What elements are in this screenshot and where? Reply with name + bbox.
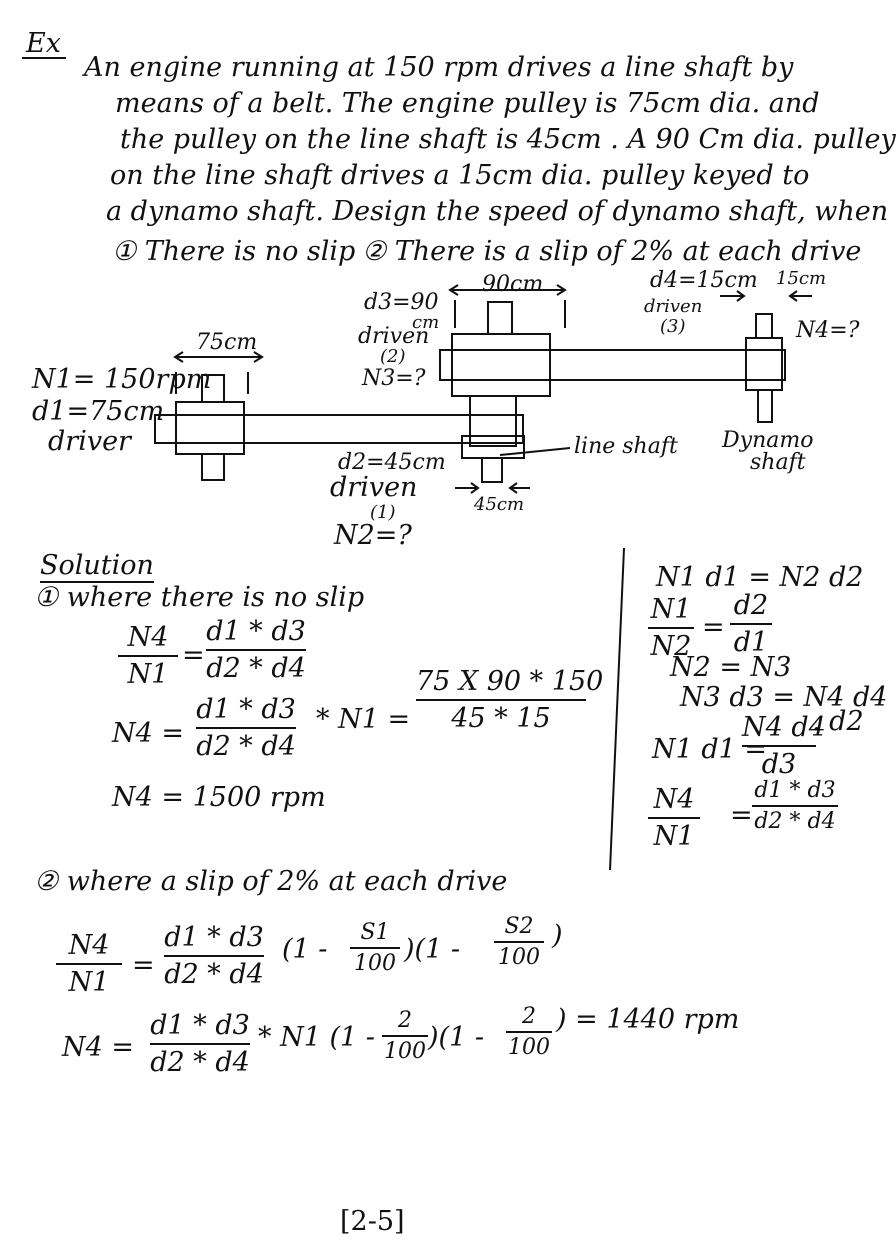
line-shaft-block xyxy=(469,395,517,447)
d3-index: (2) xyxy=(380,346,406,367)
d3-role: driven xyxy=(358,324,430,349)
width-90-label: 90cm xyxy=(482,272,544,297)
eq3-close: ) xyxy=(552,920,563,951)
d4-hub-top xyxy=(755,313,773,339)
d2-role: driven xyxy=(330,472,418,503)
d2-hub-bottom xyxy=(481,457,503,483)
problem-line: the pulley on the line shaft is 45cm . A… xyxy=(120,124,896,155)
dynamo-label: Dynamo xyxy=(722,428,814,453)
result-case-1: N4 = 1500 rpm xyxy=(112,782,326,813)
case-1-heading: ① where there is no slip xyxy=(34,582,365,613)
problem-line: means of a belt. The engine pulley is 75… xyxy=(115,88,820,119)
pulley-d3 xyxy=(451,333,551,397)
side-l2: N2 = N3 xyxy=(670,652,792,683)
engine-pulley xyxy=(175,401,245,455)
driver-label: driver xyxy=(48,426,131,457)
width-75-label: 75cm xyxy=(196,330,258,355)
eq4-lhs: N4 = xyxy=(62,1032,135,1063)
side-l4-lhs: N1 d1 = xyxy=(652,734,768,765)
side-l4-tail: . d2 xyxy=(812,706,864,737)
eq2-mult: * N1 = xyxy=(316,704,411,735)
d1-label: d1=75cm xyxy=(32,396,165,427)
d4-role: driven xyxy=(644,296,703,317)
case-2-heading: ② where a slip of 2% at each drive xyxy=(34,866,508,897)
d4-label: d4=15cm xyxy=(650,268,758,293)
ex-label: Ex xyxy=(26,28,61,59)
d4-width: 15cm xyxy=(776,268,827,289)
eq4-mid: )(1 - xyxy=(428,1022,484,1053)
engine-hub-bottom xyxy=(201,453,225,481)
d3-unit: cm xyxy=(412,312,440,333)
d4-index: (3) xyxy=(660,316,686,337)
dynamo-shaft xyxy=(757,389,773,423)
dynamo-shaft-label: shaft xyxy=(750,450,806,475)
engine-hub-top xyxy=(201,374,225,403)
upper-belt xyxy=(439,349,786,381)
solution-title: Solution xyxy=(40,550,154,583)
pulley-d4 xyxy=(745,337,783,391)
side-l1: N1 d1 = N2 d2 xyxy=(656,562,864,593)
side-divider xyxy=(609,547,625,871)
problem-line: a dynamo shaft. Design the speed of dyna… xyxy=(106,196,889,227)
page-number: [2-5] xyxy=(340,1206,405,1237)
d2-label: d2=45cm xyxy=(338,450,446,475)
d3-hub-top xyxy=(487,301,513,335)
n2-label: N2=? xyxy=(334,520,412,551)
eq3-factor1-open: (1 - xyxy=(282,934,328,965)
line-shaft-label: line shaft xyxy=(574,434,678,459)
eq2-lhs: N4 = xyxy=(112,718,185,749)
eq4-mult: * N1 (1 - xyxy=(258,1022,375,1053)
width-45-label: 45cm xyxy=(474,494,525,515)
case-2-statement: ② There is a slip of 2% at each drive xyxy=(362,236,862,267)
eq3-factor2-open: )(1 - xyxy=(404,934,460,965)
n1-label: N1= 150rpm xyxy=(32,364,212,395)
n3-label: N3=? xyxy=(362,366,426,391)
problem-line: on the line shaft drives a 15cm dia. pul… xyxy=(110,160,810,191)
case-1-statement: ① There is no slip xyxy=(112,236,356,267)
n4-label: N4=? xyxy=(796,318,860,343)
side-l3: N3 d3 = N4 d4 xyxy=(680,682,888,713)
result-case-2: ) = 1440 rpm xyxy=(556,1004,740,1035)
d3-label: d3=90 xyxy=(364,290,439,315)
d2-index: (1) xyxy=(370,502,396,523)
lower-belt xyxy=(154,414,524,444)
problem-line: An engine running at 150 rpm drives a li… xyxy=(84,52,794,83)
line-shaft-leader xyxy=(499,447,571,456)
